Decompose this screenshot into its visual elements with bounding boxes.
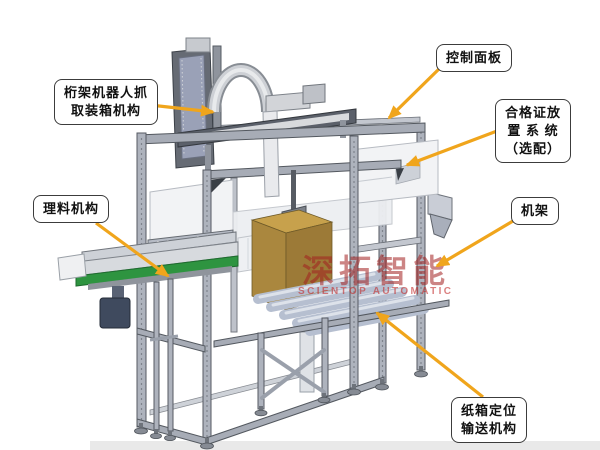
- callout-material-arranging-mechanism: 理料机构: [33, 195, 110, 223]
- cable-carrier: [207, 63, 275, 113]
- arrow-carton-conveyor: [375, 311, 484, 399]
- leveling-feet: [134, 366, 428, 450]
- callout-line: 理料机构: [43, 201, 100, 216]
- callout-line: 机架: [521, 203, 550, 218]
- watermark-en: SCIENTOP AUTOMATIC: [298, 286, 453, 297]
- callout-line: 控制面板: [446, 50, 503, 65]
- gripper-rod: [291, 170, 296, 216]
- floor-band: [90, 441, 600, 450]
- callout-line: 纸箱定位: [461, 403, 518, 418]
- callout-certificate-placement-system: 合格证放 置 系 统 （选配）: [495, 99, 572, 163]
- callout-arrows: [95, 65, 514, 399]
- arrow-machine-frame: [435, 219, 514, 268]
- callout-line: 置 系 统: [507, 122, 559, 138]
- callout-line: 输送机构: [461, 420, 518, 436]
- callout-line: （选配）: [505, 140, 562, 156]
- arrow-control-panel: [387, 65, 443, 120]
- callout-line: 桁架机器人抓: [64, 85, 149, 100]
- arrow-truss-robot: [149, 103, 215, 117]
- callout-carton-positioning-conveyor: 纸箱定位 输送机构: [451, 397, 528, 443]
- watermark: 深拓智能 SCIENTOP AUTOMATIC: [298, 253, 453, 297]
- arrow-certificate-system: [405, 129, 498, 167]
- callout-line: 取装箱机构: [71, 102, 142, 118]
- arrow-material-arranging: [95, 221, 170, 278]
- callout-line: 合格证放: [505, 105, 562, 120]
- certificate-placement-unit: [349, 139, 439, 205]
- callout-control-panel: 控制面板: [436, 44, 513, 72]
- watermark-cn: 深拓智能: [302, 253, 450, 289]
- conveyor-motor: [99, 297, 131, 329]
- callout-truss-robot-mechanism: 桁架机器人抓 取装箱机构: [54, 79, 159, 125]
- callout-machine-frame: 机架: [511, 197, 560, 225]
- certificate-chute: [427, 191, 453, 239]
